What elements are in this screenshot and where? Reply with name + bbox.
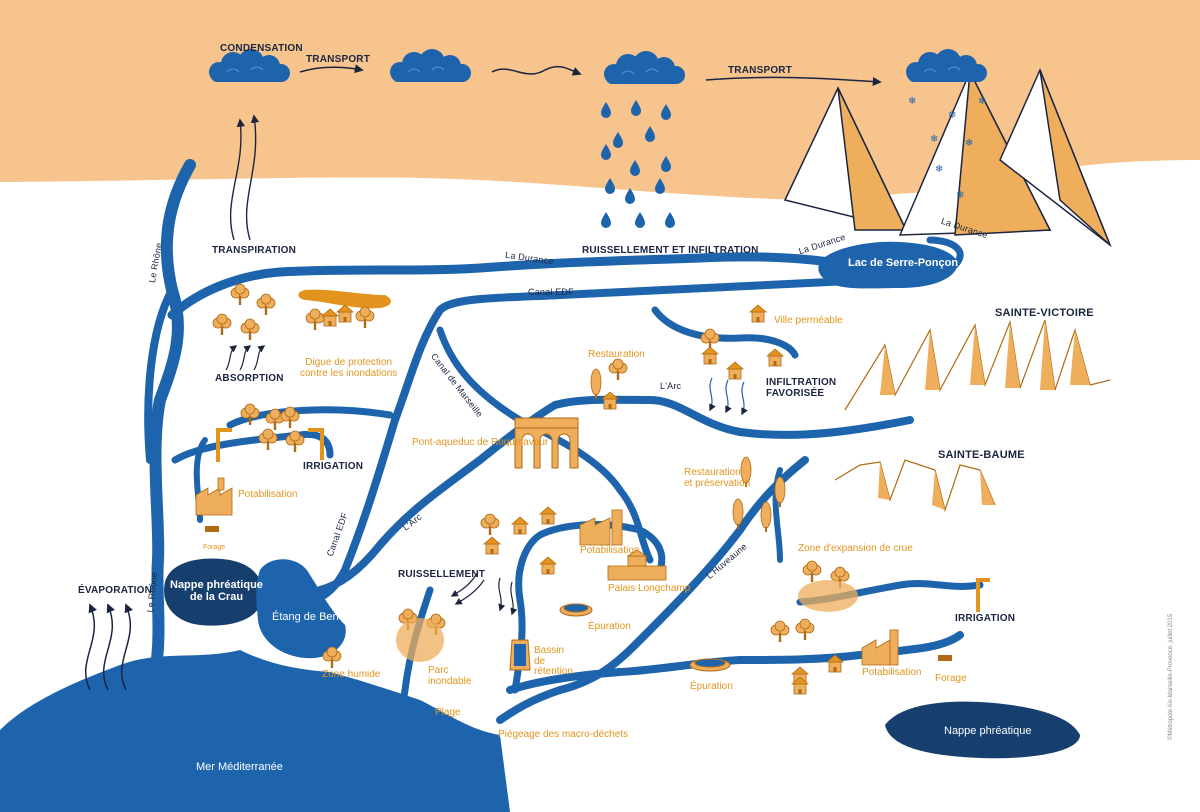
svg-text:❄: ❄ bbox=[948, 110, 956, 121]
label-transport-1: TRANSPORT bbox=[306, 54, 371, 65]
label-ruissellement-infiltration: RUISSELLEMENT ET INFILTRATION bbox=[582, 245, 759, 256]
label-absorption: ABSORPTION bbox=[215, 373, 284, 384]
label-epuration-1: Épuration bbox=[588, 621, 631, 632]
canal-de-marseille bbox=[436, 326, 654, 564]
label-sainte-baume: SAINTE-BAUME bbox=[938, 449, 1025, 461]
retention-basin-icon bbox=[509, 639, 531, 671]
absorption-arrows bbox=[225, 345, 266, 371]
zone-expansion-area bbox=[798, 580, 858, 612]
arrow-transport-3 bbox=[705, 76, 882, 87]
label-larc-1: L'Arc bbox=[660, 381, 682, 391]
digue-icon bbox=[298, 289, 392, 309]
factory-icons bbox=[195, 477, 899, 666]
sainte-victoire-mountain bbox=[844, 319, 1111, 411]
label-irrigation-2: IRRIGATION bbox=[955, 613, 1016, 624]
label-pont-aqueduc: Pont-aqueduc de Roquefavour bbox=[412, 437, 549, 448]
river-arc bbox=[316, 395, 914, 594]
label-infiltration-favorisee: INFILTRATION FAVORISÉE bbox=[766, 377, 837, 399]
canal-edf bbox=[306, 276, 874, 604]
label-lac-serre-poncon: Lac de Serre-Ponçon bbox=[848, 257, 959, 269]
label-forage-2: Forage bbox=[935, 673, 967, 684]
svg-text:❄: ❄ bbox=[908, 96, 916, 107]
label-potabilisation-1: Potabilisation bbox=[238, 489, 298, 500]
lac-serre-poncon bbox=[818, 241, 958, 289]
label-canal-edf-1: Canal EDF bbox=[528, 287, 574, 297]
label-plage: Plage bbox=[435, 707, 461, 718]
epuration-icons bbox=[559, 603, 731, 672]
label-mer-mediterranee: Mer Méditerranée bbox=[196, 761, 283, 773]
label-ruissellement: RUISSELLEMENT bbox=[398, 569, 486, 580]
svg-text:❄: ❄ bbox=[978, 96, 986, 107]
alps-mountains bbox=[783, 68, 1112, 248]
evaporation-arrows bbox=[84, 603, 133, 691]
label-condensation: CONDENSATION bbox=[220, 43, 303, 54]
irrigation-pipes bbox=[216, 428, 990, 612]
label-palais-longchamp: Palais Longchamp bbox=[608, 583, 691, 594]
svg-text:❄: ❄ bbox=[965, 138, 973, 149]
infiltration-arrows bbox=[709, 377, 748, 416]
label-restauration-1: Restauration bbox=[588, 349, 645, 360]
arrow-transport-2 bbox=[491, 65, 582, 76]
label-zone-humide: Zone humide bbox=[322, 669, 381, 680]
aqueduct-icon bbox=[514, 417, 579, 469]
runoff-arrows bbox=[450, 571, 518, 616]
label-irrigation-1: IRRIGATION bbox=[303, 461, 364, 472]
groundwater-east bbox=[885, 701, 1080, 759]
svg-text:❄: ❄ bbox=[956, 190, 964, 201]
arrow-transport-1 bbox=[299, 64, 364, 74]
label-etang-berre: Étang de Berre bbox=[272, 611, 346, 623]
label-restauration-preservation: Restauration et préservation bbox=[684, 467, 751, 489]
sainte-baume-mountain bbox=[834, 459, 996, 513]
label-transpiration: TRANSPIRATION bbox=[212, 245, 297, 256]
label-ville-permeable: Ville perméable bbox=[774, 315, 843, 326]
crau-groundwater bbox=[164, 558, 263, 626]
label-piegeage: Piégeage des macro-déchets bbox=[498, 729, 629, 740]
label-digue: Digue de protection contre les inondatio… bbox=[300, 357, 398, 379]
label-transport-2: TRANSPORT bbox=[728, 65, 793, 76]
label-evaporation: ÉVAPORATION bbox=[78, 585, 153, 596]
label-nappe-crau: Nappe phréatique de la Crau bbox=[170, 579, 263, 603]
parc-inondable-area bbox=[396, 618, 444, 662]
label-sainte-victoire: SAINTE-VICTOIRE bbox=[995, 307, 1094, 319]
label-potabilisation-3: Potabilisation bbox=[862, 667, 922, 678]
transpiration-arrows bbox=[229, 114, 260, 241]
label-parc-inondable: Parc inondable bbox=[428, 665, 472, 687]
palais-longchamp-icon bbox=[607, 549, 667, 581]
river-rhone bbox=[144, 159, 196, 706]
etang-de-berre bbox=[256, 559, 346, 659]
river-huveaune bbox=[496, 456, 809, 724]
label-zone-expansion: Zone d'expansion de crue bbox=[798, 543, 913, 554]
forage-icons bbox=[205, 526, 952, 661]
label-epuration-2: Épuration bbox=[690, 681, 733, 692]
svg-text:❄: ❄ bbox=[930, 134, 938, 145]
sky-band bbox=[0, 0, 1200, 200]
label-nappe-phreatique: Nappe phréatique bbox=[944, 725, 1032, 737]
label-forage-1: Forage bbox=[203, 544, 226, 551]
snowflakes: ❄ ❄ ❄ ❄ ❄ ❄ ❄ bbox=[908, 96, 986, 201]
label-potabilisation-2: Potabilisation bbox=[580, 545, 640, 556]
credit-text: ©Métropole Aix-Marseille-Provence, juill… bbox=[1168, 613, 1174, 740]
svg-text:❄: ❄ bbox=[935, 164, 943, 175]
mediterranean-sea bbox=[0, 650, 510, 812]
river-durance bbox=[167, 252, 835, 320]
label-bassin-retention: Bassin de rétention bbox=[534, 645, 573, 677]
